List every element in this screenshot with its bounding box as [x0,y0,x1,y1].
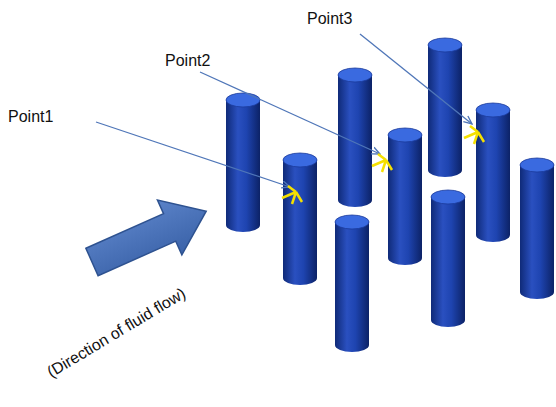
cylinder-pin [476,103,510,242]
point-marker [282,186,302,204]
cylinder-pin [388,128,422,265]
flow-direction-label: (Direction of fluid flow) [44,284,189,381]
leader-line [200,72,380,154]
leader-line [360,34,472,124]
cylinder-pin [226,93,260,232]
cylinder-pin [520,158,554,299]
cylinder-pin [283,153,317,285]
cylinder-pin [335,215,369,352]
point-label: Point1 [8,108,53,126]
leader-line [96,122,290,187]
point-marker [464,126,484,144]
point-marker [372,154,392,172]
flow-arrow [80,184,219,290]
cylinder-pin [428,38,462,177]
point-label: Point3 [307,10,352,28]
cylinder-pin [431,190,465,327]
point-label: Point2 [165,52,210,70]
